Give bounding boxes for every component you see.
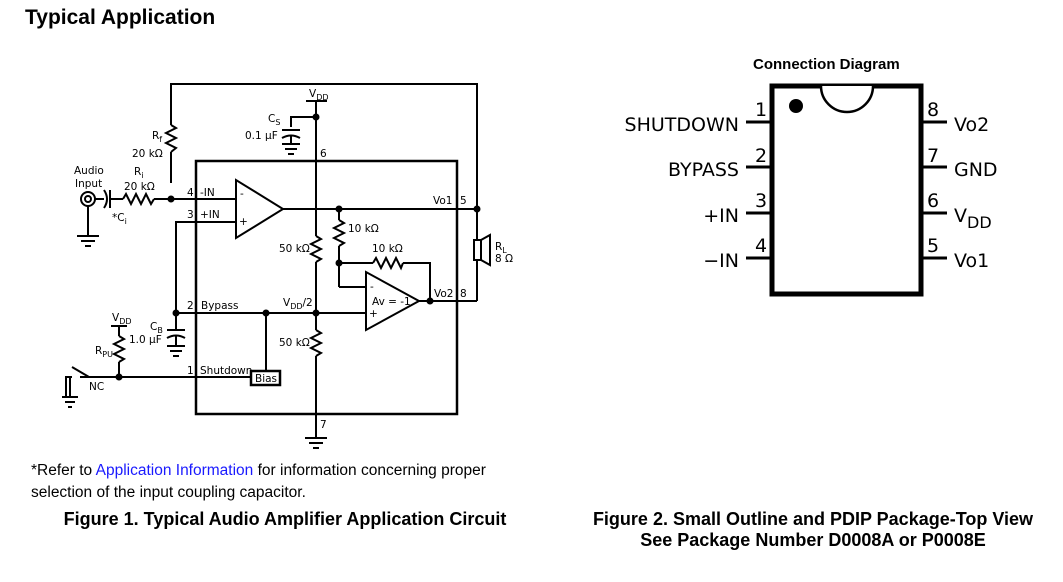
footnote-prefix: *Refer to xyxy=(31,462,96,479)
pin-name-7: GND xyxy=(954,159,998,181)
pin4-name: -IN xyxy=(200,187,215,199)
ci-label: *Ci xyxy=(112,212,127,226)
rpu-resistor xyxy=(111,335,127,363)
ic-outline xyxy=(194,159,459,416)
ri-value: 20 kΩ xyxy=(124,181,155,193)
pin-num-2: 2 xyxy=(755,145,767,167)
r10k-horizontal-value: 10 kΩ xyxy=(372,243,403,255)
r10k-vertical-value: 10 kΩ xyxy=(348,223,379,235)
rl-value: 8 Ω xyxy=(495,253,513,265)
pin-name-8: Vo2 xyxy=(954,114,989,136)
ri-resistor xyxy=(122,191,155,207)
rf-value: 20 kΩ xyxy=(132,148,163,160)
rf-label: Rf xyxy=(152,130,162,144)
pin1-name: Shutdown xyxy=(200,365,252,377)
pin1-label: 1 xyxy=(187,365,194,377)
package-body xyxy=(769,83,924,297)
pin-num-3: 3 xyxy=(755,190,767,212)
vdd-label: VDD xyxy=(309,88,329,102)
pin-name-3: +IN xyxy=(703,205,739,227)
figure2-caption-line2: See Package Number D0008A or P0008E xyxy=(640,530,986,550)
figure1-caption: Figure 1. Typical Audio Amplifier Applic… xyxy=(63,509,507,529)
r10k-vertical xyxy=(331,219,347,247)
opamp-2 xyxy=(365,270,422,332)
package-notch xyxy=(819,85,875,114)
pin8-label: 8 xyxy=(460,288,467,300)
ri-label: Ri xyxy=(134,166,144,180)
pin-num-4: 4 xyxy=(755,235,767,257)
pin-num-8: 8 xyxy=(927,99,939,121)
pin-name-1: SHUTDOWN xyxy=(625,114,739,136)
nc-label: NC xyxy=(89,381,104,393)
pin-name-4: −IN xyxy=(703,250,739,272)
figure2-caption: Figure 2. Small Outline and PDIP Package… xyxy=(570,509,1056,551)
r50k-bottom-value: 50 kΩ xyxy=(279,337,310,349)
r50k-bottom xyxy=(308,329,324,357)
cb-label: CB xyxy=(150,321,163,335)
rf-resistor xyxy=(163,124,179,153)
r10k-horizontal xyxy=(372,255,404,271)
opamp-1 xyxy=(235,178,285,240)
rpu-vdd-label: VDD xyxy=(112,312,132,326)
cs-label: CS xyxy=(268,113,280,127)
pin6-label: 6 xyxy=(320,148,327,160)
audio-input-label-1: Audio xyxy=(74,165,104,177)
pin-num-6: 6 xyxy=(927,190,939,212)
opamp2-minus: - xyxy=(370,281,374,293)
connection-diagram-title: Connection Diagram xyxy=(753,56,900,73)
bias-label: Bias xyxy=(255,373,277,385)
r50k-top xyxy=(308,235,324,263)
opamp1-minus: - xyxy=(240,188,244,200)
opamp2-plus: + xyxy=(369,308,378,320)
opamp1-plus: + xyxy=(239,216,248,228)
vo1-label: Vo1 xyxy=(433,195,452,207)
cb-value: 1.0 μF xyxy=(129,334,162,346)
section-title: Typical Application xyxy=(25,6,216,29)
pin2-label: 2 xyxy=(187,300,194,312)
pin-name-6: VDD xyxy=(954,205,992,232)
pin-name-2: BYPASS xyxy=(668,159,739,181)
av-label: Av = -1 xyxy=(372,296,411,308)
pin-num-1: 1 xyxy=(755,99,767,121)
figure2-caption-line1: Figure 2. Small Outline and PDIP Package… xyxy=(592,509,1034,529)
r50k-top-value: 50 kΩ xyxy=(279,243,310,255)
pin4-label: 4 xyxy=(187,187,194,199)
footnote-suffix: for information concerning proper select… xyxy=(31,462,486,501)
pin7-label: 7 xyxy=(320,419,327,431)
pin3-name: +IN xyxy=(200,209,220,221)
pin-num-7: 7 xyxy=(927,145,939,167)
rl-label: RL xyxy=(495,241,507,255)
vo2-label: Vo2 xyxy=(434,288,453,300)
typical-application-schematic: Audio Input Ri 20 kΩ *Ci Rf 20 kΩ VDD CS… xyxy=(62,83,513,449)
ci-capacitor xyxy=(103,189,108,209)
footnote: *Refer to Application Information for in… xyxy=(31,460,551,504)
vdd-half-label: VDD/2 xyxy=(283,297,313,311)
pin1-marker-dot xyxy=(789,99,803,113)
audio-input-label-2: Input xyxy=(75,178,102,190)
pin5-label: 5 xyxy=(460,195,467,207)
rpu-label: RPU xyxy=(95,345,113,359)
pin3-label: 3 xyxy=(187,209,194,221)
pin-name-5: Vo1 xyxy=(954,250,989,272)
application-information-link[interactable]: Application Information xyxy=(95,462,254,479)
pin-num-5: 5 xyxy=(927,235,939,257)
cs-value: 0.1 μF xyxy=(245,130,278,142)
pin2-name: Bypass xyxy=(201,300,238,312)
